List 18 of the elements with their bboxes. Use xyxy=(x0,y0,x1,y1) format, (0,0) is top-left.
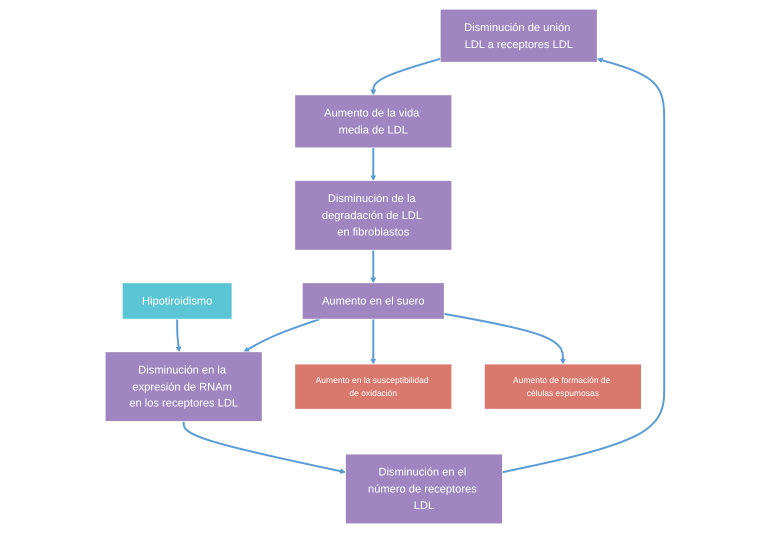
node-box: Disminución de la degradación de LDL en fibroblastos xyxy=(294,180,452,250)
arrow xyxy=(370,319,376,364)
arrow xyxy=(370,58,441,96)
arrow xyxy=(182,421,346,474)
node-box: Aumento de formación de células espumosas xyxy=(484,364,642,410)
node-box: Aumento en el suero xyxy=(302,282,445,320)
arrow xyxy=(244,318,321,352)
arrow xyxy=(444,312,566,364)
arrow xyxy=(502,58,666,474)
node-box: Disminución en el número de receptores LDL xyxy=(345,454,503,524)
node-box: Aumento de la vida media de LDL xyxy=(294,94,452,148)
node-box: Disminución de unión LDL a receptores LDL xyxy=(440,8,598,63)
arrow xyxy=(370,148,376,181)
node-box: Hipotiroidismo xyxy=(122,282,233,320)
node-box: Aumento en la susceptibilidad de oxidación xyxy=(294,364,452,410)
arrow xyxy=(176,319,182,352)
node-box: Disminución en la expresión de RNAm en los receptores LDL xyxy=(105,351,263,422)
arrow xyxy=(370,250,376,284)
